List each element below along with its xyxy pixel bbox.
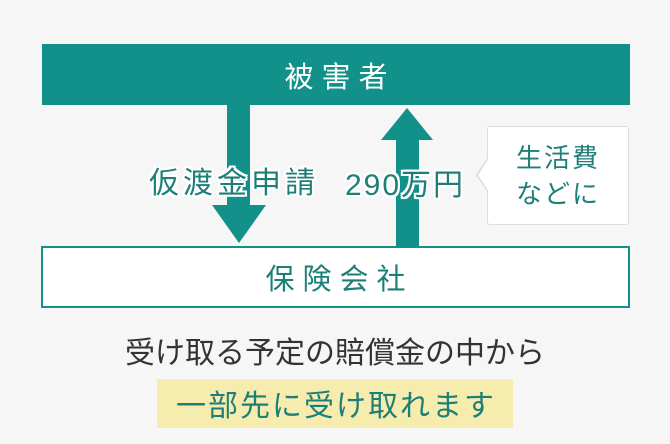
request-label: 仮渡金申請 xyxy=(149,167,319,200)
down-arrow-stem xyxy=(227,105,250,207)
insurer-box: 保険会社 xyxy=(41,246,630,308)
bubble-line1: 生活費 xyxy=(515,142,600,173)
amount-label: 290万円 xyxy=(345,169,466,202)
insurer-label: 保険会社 xyxy=(265,264,414,296)
up-arrow-stem xyxy=(396,138,419,247)
up-arrow-head-icon xyxy=(381,108,433,140)
caption-line1: 受け取る予定の賠償金の中から xyxy=(125,337,545,370)
caption-line2-highlighted: 一部先に受け取れます xyxy=(157,379,513,428)
victim-label: 被害者 xyxy=(284,61,396,94)
bubble-line2: などに xyxy=(515,178,600,209)
bubble-tail-fill xyxy=(478,158,489,192)
down-arrow-head-icon xyxy=(212,205,266,243)
living-expenses-bubble: 生活費 などに xyxy=(476,126,629,225)
victim-box: 被害者 xyxy=(42,44,630,105)
